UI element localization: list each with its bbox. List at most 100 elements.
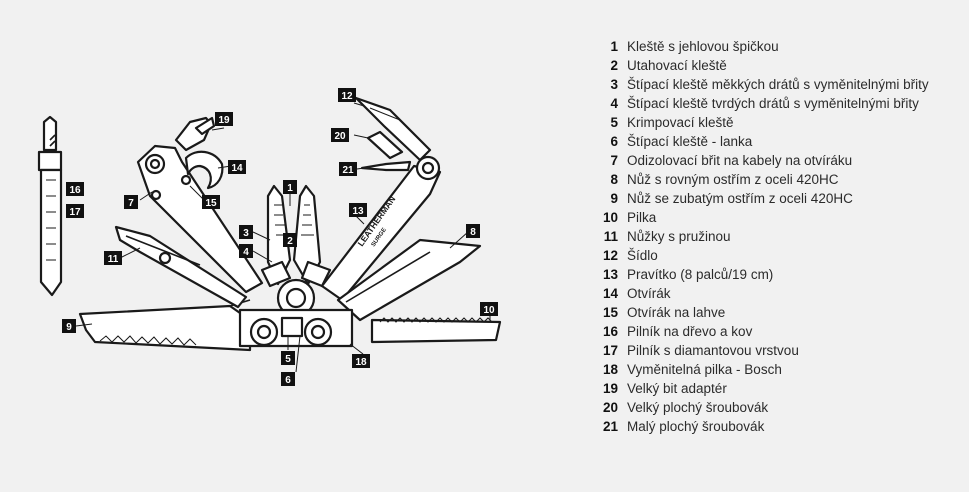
- callout-9: 9: [62, 319, 76, 333]
- saw: [370, 317, 502, 344]
- callout-5: 5: [281, 351, 295, 365]
- legend-label: Šídlo: [627, 248, 658, 263]
- legend-label: Nůž s rovným ostřím z oceli 420HC: [627, 172, 839, 187]
- legend-label: Vyměnitelná pilka - Bosch: [627, 362, 782, 377]
- legend-label: Štípací kleště tvrdých drátů s vyměnitel…: [627, 96, 919, 111]
- legend-label: Otvírák na lahve: [627, 305, 726, 320]
- legend-item: 13 Pravítko (8 palců/19 cm): [596, 265, 966, 284]
- pliers: [260, 184, 332, 318]
- svg-text:11: 11: [108, 254, 119, 265]
- callout-11: 11: [104, 251, 122, 265]
- legend-number: 9: [610, 191, 618, 206]
- legend-label: Pravítko (8 palců/19 cm): [627, 267, 774, 282]
- scissors: [114, 225, 248, 309]
- callout-16: 16: [66, 182, 84, 196]
- svg-text:5: 5: [285, 354, 291, 365]
- legend-item: 11 Nůžky s pružinou: [596, 227, 966, 246]
- legend-number: 13: [602, 267, 618, 282]
- legend-label: Pilka: [627, 210, 657, 225]
- legend-label: Odizolovací břit na kabely na otvíráku: [627, 153, 853, 168]
- svg-text:8: 8: [470, 227, 476, 238]
- legend-number: 7: [610, 153, 618, 168]
- callout-13: 13: [349, 203, 367, 217]
- svg-text:19: 19: [218, 115, 230, 126]
- legend-item: 7 Odizolovací břit na kabely na otvíráku: [596, 151, 966, 170]
- svg-text:21: 21: [342, 165, 354, 176]
- serrated-knife: [78, 299, 252, 352]
- svg-text:10: 10: [483, 305, 495, 316]
- svg-text:7: 7: [128, 198, 134, 209]
- callout-10: 10: [480, 302, 498, 316]
- legend-number: 12: [602, 248, 618, 263]
- callout-4: 4: [239, 244, 253, 258]
- callout-21: 21: [339, 162, 357, 176]
- legend-number: 6: [610, 134, 618, 149]
- callout-3: 3: [239, 225, 253, 239]
- legend-number: 8: [610, 172, 618, 187]
- legend-number: 5: [610, 115, 618, 130]
- legend-number: 18: [602, 362, 618, 377]
- callout-15: 15: [202, 195, 220, 209]
- callout-19: 19: [215, 112, 233, 126]
- screwdrivers: [360, 130, 412, 172]
- legend-item: 21 Malý plochý šroubovák: [596, 417, 966, 436]
- legend-item: 6 Štípací kleště - lanka: [596, 132, 966, 151]
- svg-text:12: 12: [341, 91, 353, 102]
- callout-17: 17: [66, 204, 84, 218]
- legend-label: Otvírák: [627, 286, 671, 301]
- legend-item: 2 Utahovací kleště: [596, 56, 966, 75]
- legend-number: 17: [602, 343, 618, 358]
- legend-label: Krimpovací kleště: [627, 115, 734, 130]
- legend-number: 11: [603, 229, 618, 244]
- legend-label: Velký bit adaptér: [627, 381, 727, 396]
- legend-number: 2: [610, 58, 618, 73]
- callout-1: 1: [283, 180, 297, 194]
- legend-number: 20: [602, 400, 618, 415]
- legend-label: Pilník na dřevo a kov: [627, 324, 753, 339]
- legend-label: Nůžky s pružinou: [627, 229, 731, 244]
- legend-label: Kleště s jehlovou špičkou: [627, 39, 779, 54]
- legend-item: 8 Nůž s rovným ostřím z oceli 420HC: [596, 170, 966, 189]
- svg-text:13: 13: [352, 206, 364, 217]
- legend-label: Štípací kleště - lanka: [627, 134, 753, 149]
- svg-text:9: 9: [66, 322, 72, 333]
- callout-8: 8: [466, 224, 480, 238]
- legend-item: 19 Velký bit adaptér: [596, 379, 966, 398]
- legend-number: 3: [610, 77, 618, 92]
- callouts: 1 2 3 4 5 6 7 8 9 10 11 12 13 14 15 16 1…: [62, 88, 498, 386]
- legend-number: 21: [602, 419, 618, 434]
- legend-item: 12 Šídlo: [596, 246, 966, 265]
- svg-text:2: 2: [287, 236, 293, 247]
- legend-number: 4: [610, 96, 618, 111]
- svg-text:1: 1: [287, 183, 293, 194]
- svg-text:6: 6: [285, 375, 291, 386]
- legend-item: 5 Krimpovací kleště: [596, 113, 966, 132]
- svg-text:4: 4: [243, 247, 249, 258]
- file-tool: [37, 115, 63, 297]
- legend-item: 18 Vyměnitelná pilka - Bosch: [596, 360, 966, 379]
- legend-label: Utahovací kleště: [627, 58, 727, 73]
- legend-number: 1: [610, 39, 618, 54]
- pivots: [238, 308, 354, 348]
- straight-knife: [336, 238, 482, 322]
- svg-text:20: 20: [334, 131, 346, 142]
- svg-text:18: 18: [355, 357, 367, 368]
- svg-text:3: 3: [243, 228, 249, 239]
- legend-number: 19: [602, 381, 618, 396]
- multitool-diagram: LEATHERMAN SURGE: [37, 88, 502, 386]
- svg-text:15: 15: [205, 198, 217, 209]
- svg-text:17: 17: [69, 207, 81, 218]
- awl: [354, 96, 432, 162]
- legend-item: 1 Kleště s jehlovou špičkou: [596, 37, 966, 56]
- callout-7: 7: [124, 195, 138, 209]
- callout-2: 2: [283, 233, 297, 247]
- legend-label: Malý plochý šroubovák: [627, 419, 765, 434]
